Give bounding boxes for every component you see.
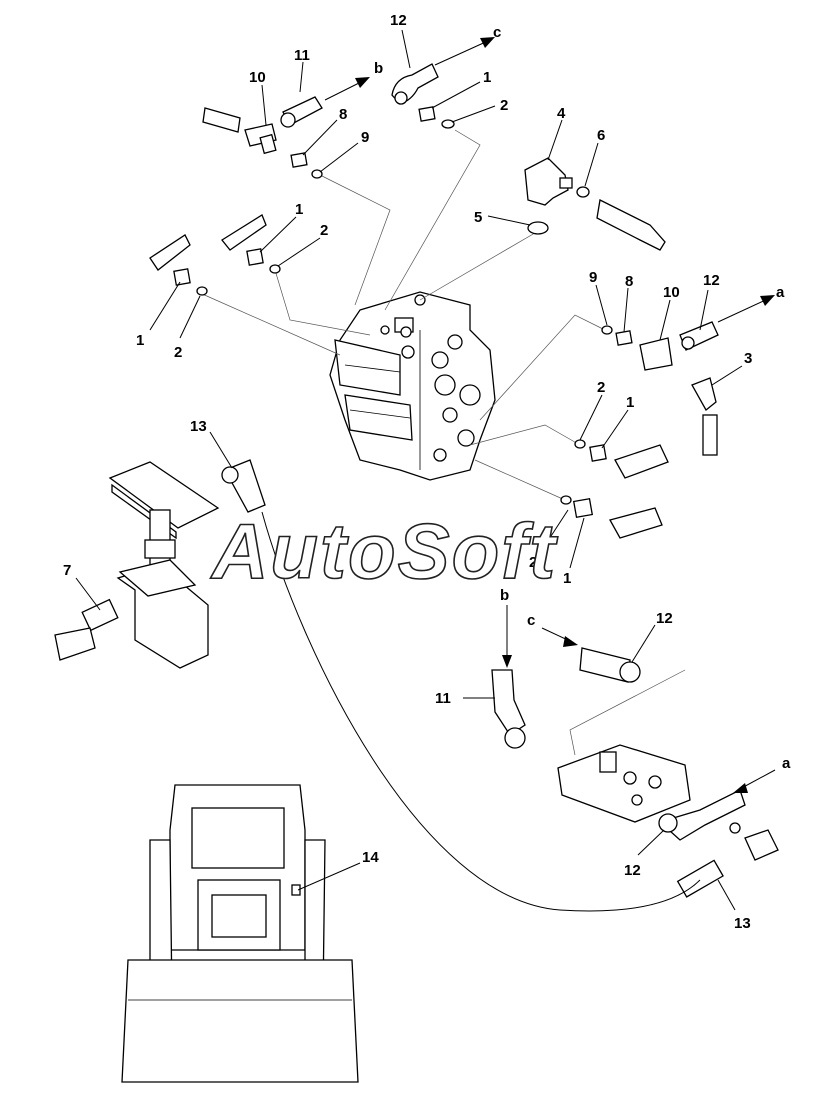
label-14: 14 <box>362 849 379 866</box>
label-1-lower: 1 <box>563 570 571 587</box>
fitting-group-top-right <box>524 157 666 251</box>
label-2-mid: 2 <box>320 222 328 239</box>
label-b-lower: b <box>500 587 509 604</box>
part-labels: 12 11 10 1 2 8 9 4 6 5 1 2 1 2 9 8 10 12… <box>63 12 791 932</box>
fitting-group-top-left <box>202 96 323 179</box>
label-7: 7 <box>63 562 71 579</box>
label-10-right: 10 <box>663 284 680 301</box>
label-leaders <box>75 29 743 911</box>
label-2-left: 2 <box>174 344 182 361</box>
label-c-top: c <box>493 24 501 41</box>
label-12-bottom: 12 <box>624 862 641 879</box>
label-1-top: 1 <box>483 69 491 86</box>
hose-13 <box>261 511 701 912</box>
label-1-mid: 1 <box>295 201 303 218</box>
fitting-group-top-center <box>391 63 455 129</box>
label-10-top: 10 <box>249 69 266 86</box>
fitting-group-mid-right <box>560 321 719 539</box>
label-13-bottom: 13 <box>734 915 751 932</box>
label-12-top: 12 <box>390 12 407 29</box>
label-13-left: 13 <box>190 418 207 435</box>
label-6: 6 <box>597 127 605 144</box>
label-3: 3 <box>744 350 752 367</box>
label-b-top: b <box>374 60 383 77</box>
label-2-top: 2 <box>500 97 508 114</box>
label-a-top: a <box>776 284 785 301</box>
label-c-lower: c <box>527 612 535 629</box>
routing-lines <box>199 129 686 756</box>
fitting-group-mid-left <box>149 214 281 296</box>
label-1-right: 1 <box>626 394 634 411</box>
label-9-top: 9 <box>361 129 369 146</box>
label-2-lower: 2 <box>529 554 537 571</box>
label-4: 4 <box>557 105 566 122</box>
label-8-top: 8 <box>339 106 347 123</box>
label-5: 5 <box>474 209 482 226</box>
label-2-right: 2 <box>597 379 605 396</box>
pedal-assembly <box>54 459 266 669</box>
watermark: AutoSoft <box>210 507 558 595</box>
label-11-lower: 11 <box>435 690 451 707</box>
machine-front-view <box>121 784 359 1083</box>
label-9-right: 9 <box>589 269 597 286</box>
label-12-lower: 12 <box>656 610 673 627</box>
label-12-right: 12 <box>703 272 720 289</box>
label-8-right: 8 <box>625 273 633 290</box>
arrows <box>324 37 776 793</box>
label-11-top: 11 <box>294 47 310 64</box>
control-valve-block <box>329 291 496 481</box>
secondary-valve <box>491 647 779 898</box>
label-a-lower: a <box>782 755 791 772</box>
label-1-left: 1 <box>136 332 144 349</box>
